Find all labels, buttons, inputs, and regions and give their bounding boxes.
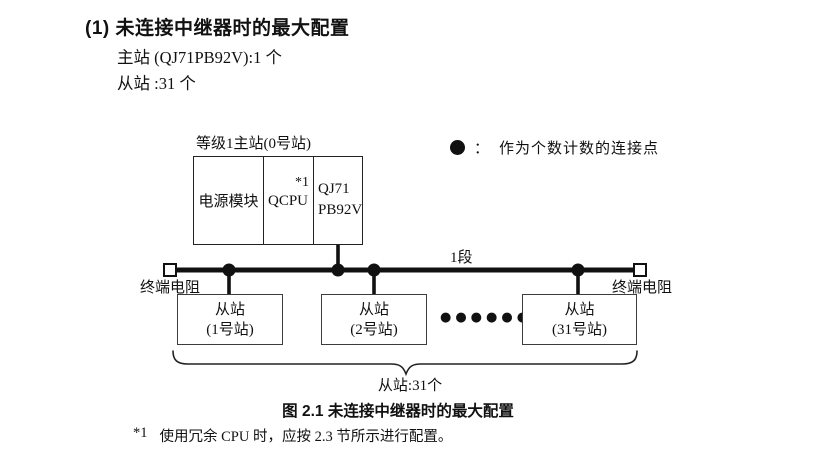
- slave-label: 从站: [358, 301, 389, 318]
- slave-total-label: 从站:31个: [377, 378, 443, 394]
- segment-label: 1段: [450, 250, 473, 266]
- connection-point-dot: [367, 263, 381, 277]
- slave-station-number: (31号站): [552, 321, 607, 338]
- master-station-label: 等级1主站(0号站): [196, 136, 311, 152]
- connection-point-dot: [331, 263, 345, 277]
- footnote: *1 使用冗余 CPU 时，应按 2.3 节所示进行配置。: [133, 425, 452, 446]
- terminator-left-label: 终端电阻: [140, 280, 201, 296]
- spec-slave-count: 从站 :31 个: [117, 74, 196, 93]
- cpu-footnote-marker: *1: [295, 175, 309, 190]
- slave-station-number: (2号站): [350, 321, 398, 338]
- section-heading: (1) 未连接中继器时的最大配置: [85, 18, 350, 39]
- figure-caption: 图 2.1 未连接中继器时的最大配置: [282, 403, 514, 420]
- slave-station-number: (1号站): [206, 321, 254, 338]
- connection-point-legend-icon: [450, 139, 465, 155]
- power-module-label: 电源模块: [198, 194, 259, 210]
- legend: ： 作为个数计数的连接点: [450, 138, 660, 157]
- slave-station-2-box: 从站 (2号站): [321, 294, 427, 345]
- master-station-box: 电源模块 *1 QCPU QJ71 PB92V: [193, 156, 363, 245]
- legend-separator: ：: [474, 140, 490, 157]
- slave-label: 从站: [564, 301, 595, 318]
- ellipsis-dots-icon: ●●●●●●: [440, 310, 533, 325]
- terminator-right-square: [633, 263, 647, 277]
- power-module-cell: 电源模块: [194, 157, 264, 244]
- terminator-left-square: [163, 263, 177, 277]
- spec-master-count: 主站 (QJ71PB92V):1 个: [117, 48, 283, 67]
- legend-text: 作为个数计数的连接点: [499, 140, 660, 157]
- slave-station-31-box: 从站 (31号站): [522, 294, 637, 345]
- footnote-marker: *1: [133, 425, 148, 441]
- pb92v-cell: QJ71 PB92V: [314, 157, 362, 244]
- cpu-label: QCPU: [268, 193, 309, 209]
- connection-point-dot: [222, 263, 236, 277]
- footnote-text: 使用冗余 CPU 时，应按 2.3 节所示进行配置。: [159, 429, 453, 445]
- slaves-underbrace: [172, 350, 638, 377]
- connection-point-dot: [571, 263, 585, 277]
- slave-station-1-box: 从站 (1号站): [177, 294, 283, 345]
- terminator-right-label: 终端电阻: [612, 280, 673, 296]
- slave-label: 从站: [214, 301, 245, 318]
- cpu-cell: *1 QCPU: [264, 157, 314, 244]
- pb92v-label: QJ71 PB92V: [318, 181, 363, 218]
